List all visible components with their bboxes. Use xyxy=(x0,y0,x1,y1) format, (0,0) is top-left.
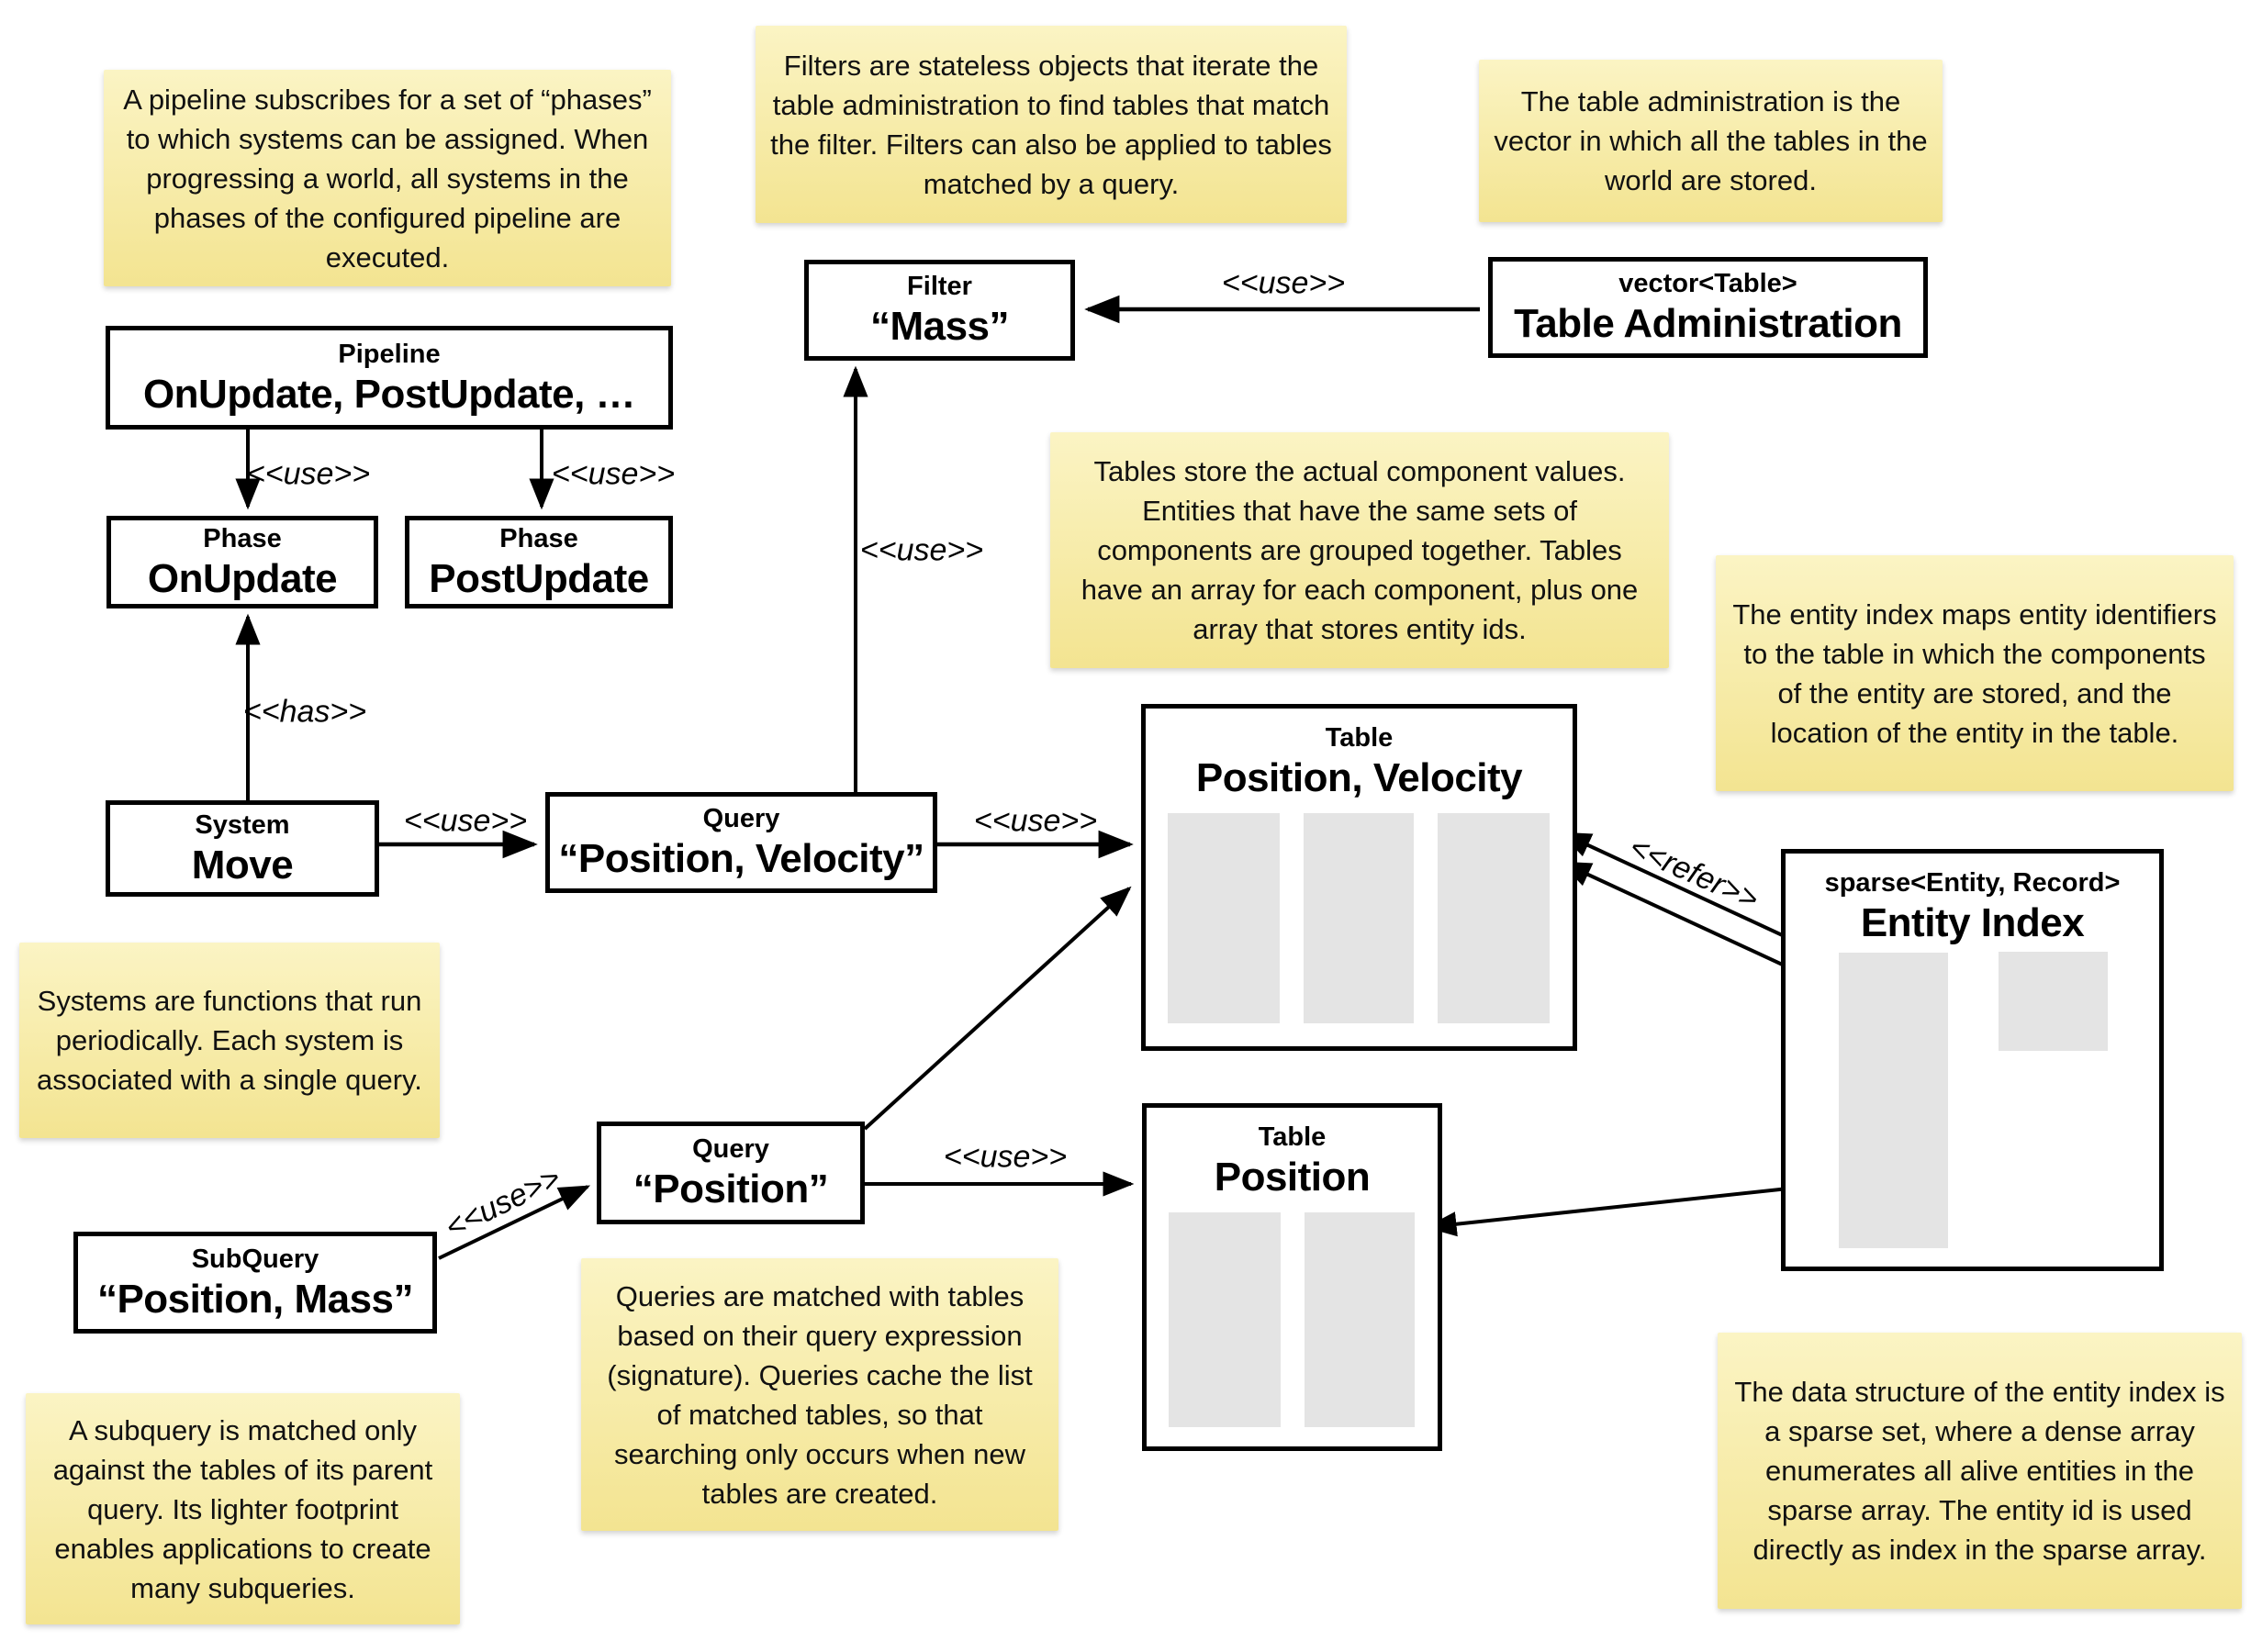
entity-index-stereotype: sparse<Entity, Record> xyxy=(1824,868,2121,898)
table-pv-component-array-2 xyxy=(1304,813,1414,1023)
table-p-component-array-1 xyxy=(1169,1212,1281,1427)
label-use-queryp-tablep: <<use>> xyxy=(943,1139,1068,1175)
phase-onupdate-name: OnUpdate xyxy=(147,555,338,601)
box-table-position-velocity: Table Position, Velocity xyxy=(1141,704,1577,1051)
query-p-stereotype: Query xyxy=(692,1134,769,1164)
note-tables: Tables store the actual component values… xyxy=(1050,432,1669,668)
label-use-pipeline-postupdate: <<use>> xyxy=(551,456,676,492)
table-p-name: Position xyxy=(1214,1155,1371,1200)
edge-queryp-to-tablepv xyxy=(863,886,1132,1131)
note-queries: Queries are matched with tables based on… xyxy=(581,1258,1058,1531)
system-move-stereotype: System xyxy=(195,809,290,840)
table-admin-name: Table Administration xyxy=(1514,301,1902,346)
subquery-name: “Position, Mass” xyxy=(96,1276,414,1322)
entity-index-dense-array xyxy=(1999,952,2108,1051)
box-table-position: Table Position xyxy=(1142,1103,1442,1451)
table-p-stereotype: Table xyxy=(1258,1122,1327,1152)
box-phase-postupdate: Phase PostUpdate xyxy=(405,516,673,608)
note-pipeline: A pipeline subscribes for a set of “phas… xyxy=(104,70,671,286)
filter-name: “Mass” xyxy=(869,304,1010,349)
table-pv-stereotype: Table xyxy=(1325,723,1394,753)
phase-postupdate-stereotype: Phase xyxy=(499,523,578,553)
note-systems: Systems are functions that run periodica… xyxy=(19,943,440,1138)
note-table-administration: The table administration is the vector i… xyxy=(1479,60,1943,222)
box-query-position: Query “Position” xyxy=(597,1122,865,1224)
label-use-querypv-tablepv: <<use>> xyxy=(973,803,1098,839)
note-sparse-set: The data structure of the entity index i… xyxy=(1718,1333,2242,1609)
query-p-name: “Position” xyxy=(633,1166,829,1211)
note-entity-index: The entity index maps entity identifiers… xyxy=(1716,555,2234,791)
table-admin-stereotype: vector<Table> xyxy=(1618,269,1797,298)
label-use-pipeline-onupdate: <<use>> xyxy=(246,456,371,492)
table-pv-component-array-1 xyxy=(1168,813,1280,1023)
box-system-move: System Move xyxy=(106,800,379,897)
edge-sparse-to-tablep xyxy=(1425,1181,1841,1237)
query-pv-stereotype: Query xyxy=(702,804,780,833)
box-table-administration: vector<Table> Table Administration xyxy=(1488,257,1928,358)
box-entity-index: sparse<Entity, Record> Entity Index xyxy=(1781,849,2164,1271)
box-phase-onupdate: Phase OnUpdate xyxy=(106,516,378,608)
note-filters: Filters are stateless objects that itera… xyxy=(756,26,1347,223)
subquery-stereotype: SubQuery xyxy=(191,1244,319,1274)
entity-index-name: Entity Index xyxy=(1860,900,2085,945)
pipeline-name: OnUpdate, PostUpdate, … xyxy=(142,371,636,417)
table-pv-component-array-3 xyxy=(1438,813,1550,1023)
pipeline-stereotype: Pipeline xyxy=(338,339,441,369)
box-filter-mass: Filter “Mass” xyxy=(804,260,1075,361)
label-has-system-phase: <<has>> xyxy=(242,694,367,730)
box-subquery-position-mass: SubQuery “Position, Mass” xyxy=(73,1232,437,1334)
box-query-position-velocity: Query “Position, Velocity” xyxy=(545,792,937,893)
edge-subquery-to-queryp xyxy=(438,1185,591,1260)
label-use-admin-filter: <<use>> xyxy=(1221,265,1346,301)
phase-postupdate-name: PostUpdate xyxy=(429,555,649,601)
query-pv-name: “Position, Velocity” xyxy=(558,836,924,881)
phase-onupdate-stereotype: Phase xyxy=(203,523,282,553)
note-subquery: A subquery is matched only against the t… xyxy=(26,1393,460,1624)
box-pipeline: Pipeline OnUpdate, PostUpdate, … xyxy=(106,326,673,430)
system-move-name: Move xyxy=(191,842,294,887)
label-use-querypv-filter: <<use>> xyxy=(859,532,984,568)
entity-index-sparse-array xyxy=(1839,953,1948,1248)
label-use-system-querypv: <<use>> xyxy=(403,803,528,839)
filter-stereotype: Filter xyxy=(907,272,972,301)
table-p-component-array-2 xyxy=(1305,1212,1415,1427)
table-pv-name: Position, Velocity xyxy=(1195,755,1523,800)
